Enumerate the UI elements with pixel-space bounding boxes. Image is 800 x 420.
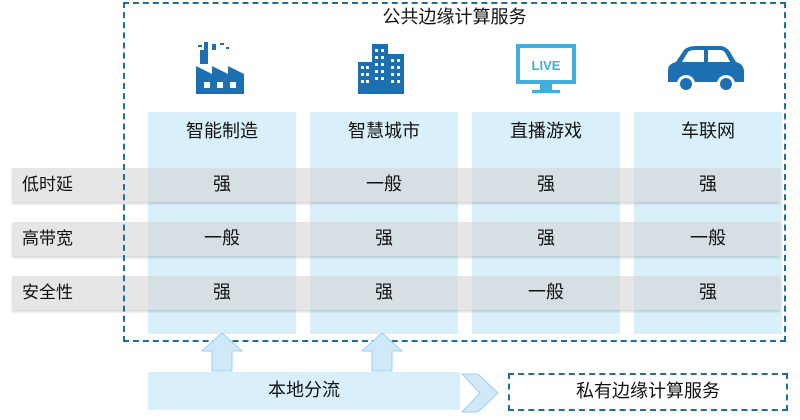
- cell-bandwidth-smart-city: 强: [375, 228, 393, 249]
- cell-bandwidth-manufacturing: 一般: [204, 228, 240, 249]
- row-band-bandwidth: [12, 222, 780, 256]
- cell-security-live-gaming: 一般: [528, 282, 564, 303]
- column-label-smart-city: 智慧城市: [348, 121, 420, 142]
- public-edge-service-frame: [123, 2, 786, 342]
- column-label-connected-vehicle: 车联网: [681, 121, 735, 142]
- row-band-security: [12, 276, 780, 310]
- car-icon: [664, 40, 748, 96]
- row-band-latency: [12, 168, 780, 202]
- row-label-bandwidth: 高带宽: [22, 229, 73, 249]
- factory-icon: [190, 40, 250, 96]
- row-label-latency: 低时延: [22, 175, 73, 195]
- cell-latency-manufacturing: 强: [213, 174, 231, 195]
- column-label-live-gaming: 直播游戏: [510, 121, 582, 142]
- cell-latency-smart-city: 一般: [366, 174, 402, 195]
- up-arrow-smart-city: [360, 331, 404, 373]
- public-edge-service-title: 公共边缘计算服务: [382, 7, 527, 28]
- cell-bandwidth-connected-vehicle: 一般: [690, 228, 726, 249]
- cell-bandwidth-live-gaming: 强: [537, 228, 555, 249]
- row-label-security: 安全性: [22, 283, 73, 303]
- live-monitor-icon: LIVE: [514, 40, 578, 96]
- cell-security-manufacturing: 强: [213, 282, 231, 303]
- cell-latency-live-gaming: 强: [537, 174, 555, 195]
- live-label: LIVE: [532, 58, 561, 73]
- city-buildings-icon: [352, 40, 412, 96]
- up-arrow-manufacturing: [200, 331, 244, 373]
- private-edge-service: 私有边缘计算服务: [508, 373, 788, 411]
- column-label-manufacturing: 智能制造: [186, 121, 258, 142]
- cell-security-smart-city: 强: [375, 282, 393, 303]
- cell-security-connected-vehicle: 强: [699, 282, 717, 303]
- cell-latency-connected-vehicle: 强: [699, 174, 717, 195]
- right-arrow: [460, 370, 500, 416]
- local-traffic-offload: 本地分流: [148, 372, 460, 410]
